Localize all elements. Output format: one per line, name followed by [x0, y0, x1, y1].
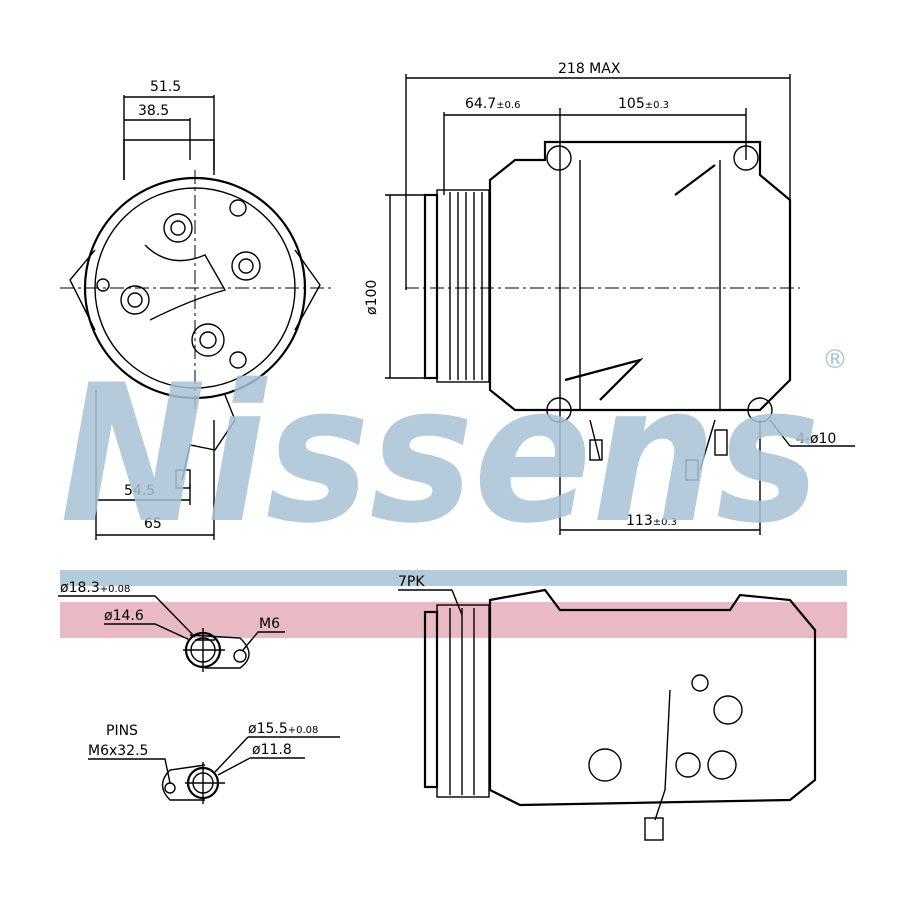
port-discharge-outer: ø15.5+0.08 [248, 721, 318, 737]
port-discharge-inner: ø11.8 [252, 742, 292, 758]
blue-band [60, 570, 847, 586]
nissens-watermark: Nissens [60, 344, 820, 565]
dim-overall: 218 MAX [558, 61, 621, 77]
dim-pulley-dia: ø100 [364, 280, 380, 315]
dim-mount-span: 105±0.3 [618, 96, 669, 112]
port-discharge-pins-size: M6x32.5 [88, 743, 148, 759]
side-view [385, 74, 855, 535]
registered-mark: ® [822, 345, 848, 375]
pink-band [60, 602, 847, 638]
port-discharge-detail [88, 736, 340, 804]
dim-bottom-span: 113±0.3 [626, 513, 677, 529]
port-suction-outer: ø18.3+0.08 [60, 580, 130, 596]
pulley-grooves [449, 192, 483, 380]
port-suction-thread: M6 [259, 616, 280, 632]
dim-holes: 4-ø10 [796, 431, 836, 447]
port-discharge-pins-label: PINS [106, 723, 138, 739]
label-belt: 7PK [398, 574, 425, 590]
bottom-view [398, 588, 817, 841]
port-suction-detail [58, 595, 285, 672]
port-suction-inner: ø14.6 [104, 608, 144, 624]
dim-65: 65 [144, 516, 162, 532]
dim-38-5: 38.5 [138, 103, 169, 119]
dim-pulley-offset: 64.7±0.6 [465, 96, 520, 112]
dim-51-5: 51.5 [150, 79, 181, 95]
dim-54-5: 54.5 [124, 483, 155, 499]
front-view [60, 95, 335, 540]
